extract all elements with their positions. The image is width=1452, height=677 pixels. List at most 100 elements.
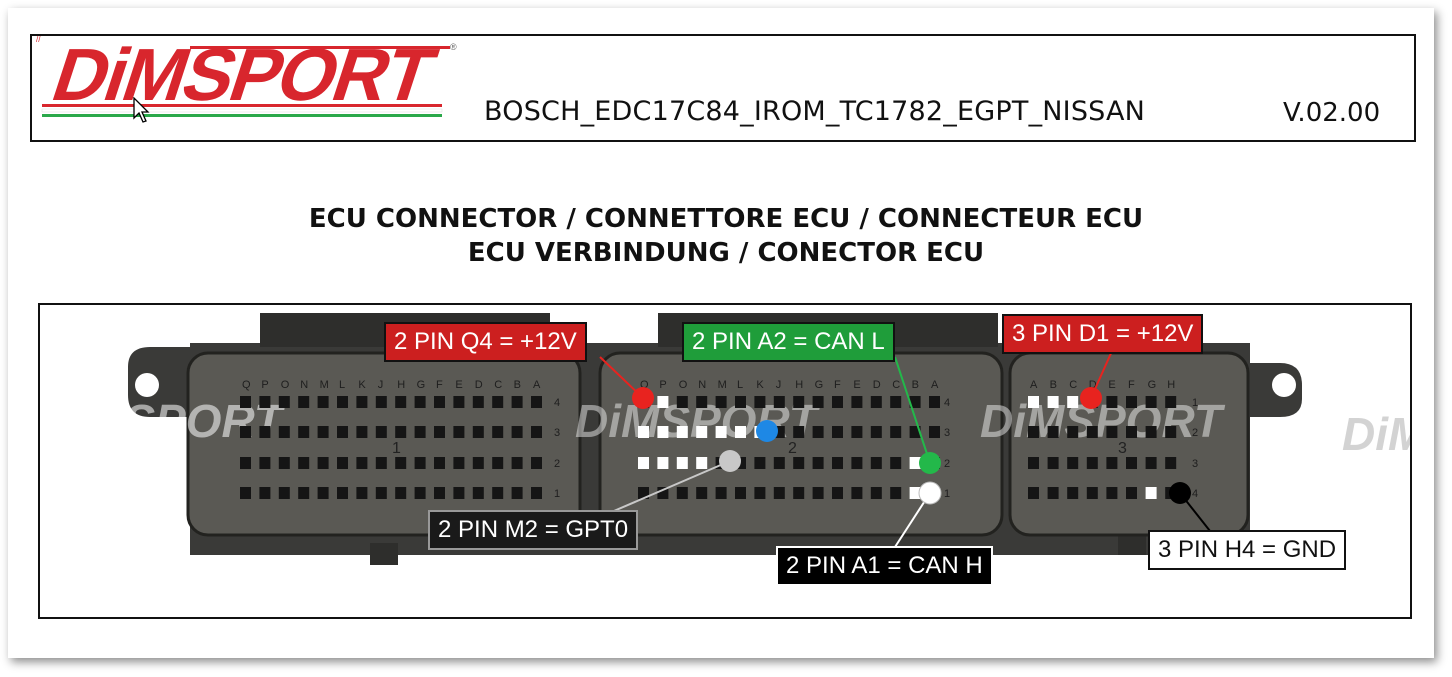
pin-contact <box>1126 487 1137 499</box>
pin-contact <box>1106 396 1118 408</box>
pin-contact <box>890 396 902 408</box>
pin-contact <box>531 457 542 469</box>
column-label: C <box>1069 379 1077 391</box>
column-label: N <box>698 379 706 391</box>
pin-contact <box>657 487 669 499</box>
pin-contact <box>696 426 708 438</box>
column-label: C <box>892 379 900 391</box>
pin-contact <box>337 487 348 499</box>
housing-foot-left <box>370 543 398 565</box>
pin-label-d1: 3 PIN D1 = +12V <box>1002 314 1204 354</box>
pin-label-m2: 2 PIN M2 = GPT0 <box>428 510 639 550</box>
pin-marker-dot <box>919 452 941 474</box>
pin-contact <box>278 487 290 499</box>
pin-contact <box>375 487 387 499</box>
pin-contact <box>259 426 271 438</box>
column-label: P <box>261 379 268 391</box>
pin-contact <box>434 487 445 499</box>
column-label: K <box>756 379 764 391</box>
pin-contact <box>676 487 688 499</box>
pin-contact <box>890 487 902 499</box>
pin-contact <box>1106 457 1118 469</box>
pin-contact <box>511 487 523 499</box>
pin-marker-dot <box>1080 387 1102 409</box>
pin-contact <box>531 426 542 438</box>
pin-contact <box>1086 426 1098 438</box>
pin-contact <box>278 396 290 408</box>
pin-label-a2: 2 PIN A2 = CAN L <box>682 322 895 362</box>
pin-contact <box>472 426 484 438</box>
pin-contact <box>1028 487 1039 499</box>
pin-contact <box>657 457 669 469</box>
pin-contact <box>240 457 251 469</box>
column-label: D <box>475 379 483 391</box>
ecu-connector-diagram: DiMSPORT DiMSPORT DiMSPORT DiMSPORT 1 2 … <box>40 313 1410 565</box>
pin-marker-dot <box>1169 482 1191 504</box>
pin-contact <box>337 396 348 408</box>
column-label: G <box>1148 379 1157 391</box>
pin-contact <box>1165 396 1177 408</box>
pin-contact <box>696 457 708 469</box>
pin-contact <box>657 396 669 408</box>
pin-contact <box>793 396 805 408</box>
column-label: Q <box>242 379 251 391</box>
pin-contact <box>1165 457 1177 469</box>
pin-contact <box>715 396 727 408</box>
pin-contact <box>317 487 329 499</box>
document-title: BOSCH_EDC17C84_IROM_TC1782_EGPT_NISSAN <box>484 96 1146 127</box>
column-label: C <box>494 379 502 391</box>
pin-contact <box>851 457 863 469</box>
pin-contact <box>735 487 746 499</box>
pin-contact <box>492 457 504 469</box>
pin-contact <box>531 396 542 408</box>
row-label: 3 <box>554 427 560 439</box>
pin-contact <box>298 426 310 438</box>
pin-contact <box>240 396 251 408</box>
pin-contact <box>492 487 504 499</box>
pin-contact <box>657 426 669 438</box>
pin-contact <box>531 487 542 499</box>
dimsport-logo: // DiMSPORT ® <box>36 34 457 117</box>
pin-contact <box>696 487 708 499</box>
pin-contact <box>453 396 465 408</box>
pin-contact <box>870 426 882 438</box>
pin-contact <box>696 396 708 408</box>
pin-contact <box>1145 396 1157 408</box>
pin-contact <box>735 426 746 438</box>
pin-contact <box>773 426 785 438</box>
block-number-2: 2 <box>788 440 797 457</box>
pin-contact <box>395 396 407 408</box>
pin-contact <box>259 457 271 469</box>
column-label: L <box>339 379 345 391</box>
pin-contact <box>735 396 746 408</box>
pin-contact <box>356 396 368 408</box>
pin-contact <box>298 457 310 469</box>
pin-contact <box>356 426 368 438</box>
pin-contact <box>793 457 805 469</box>
pin-contact <box>1086 457 1098 469</box>
pin-contact <box>929 426 940 438</box>
pin-contact <box>638 487 649 499</box>
column-label: H <box>795 379 803 391</box>
pin-contact <box>414 396 426 408</box>
right-mount-hole-icon <box>1272 373 1296 397</box>
pin-contact <box>832 457 843 469</box>
row-label: 2 <box>554 458 560 470</box>
column-label: H <box>1167 379 1175 391</box>
pin-marker-dot <box>719 450 741 472</box>
row-label: 1 <box>944 488 950 500</box>
column-label: A <box>1030 379 1038 391</box>
pin-contact <box>870 487 882 499</box>
pin-contact <box>676 396 688 408</box>
column-label: E <box>1108 379 1115 391</box>
column-label: B <box>514 379 521 391</box>
pin-contact <box>773 457 785 469</box>
pin-contact <box>298 396 310 408</box>
pin-contact <box>1126 426 1137 438</box>
column-label: L <box>737 379 743 391</box>
column-label: A <box>931 379 939 391</box>
pin-contact <box>1047 487 1059 499</box>
left-mount-hole-icon <box>135 373 159 397</box>
pin-contact <box>676 457 688 469</box>
pin-contact <box>851 396 863 408</box>
